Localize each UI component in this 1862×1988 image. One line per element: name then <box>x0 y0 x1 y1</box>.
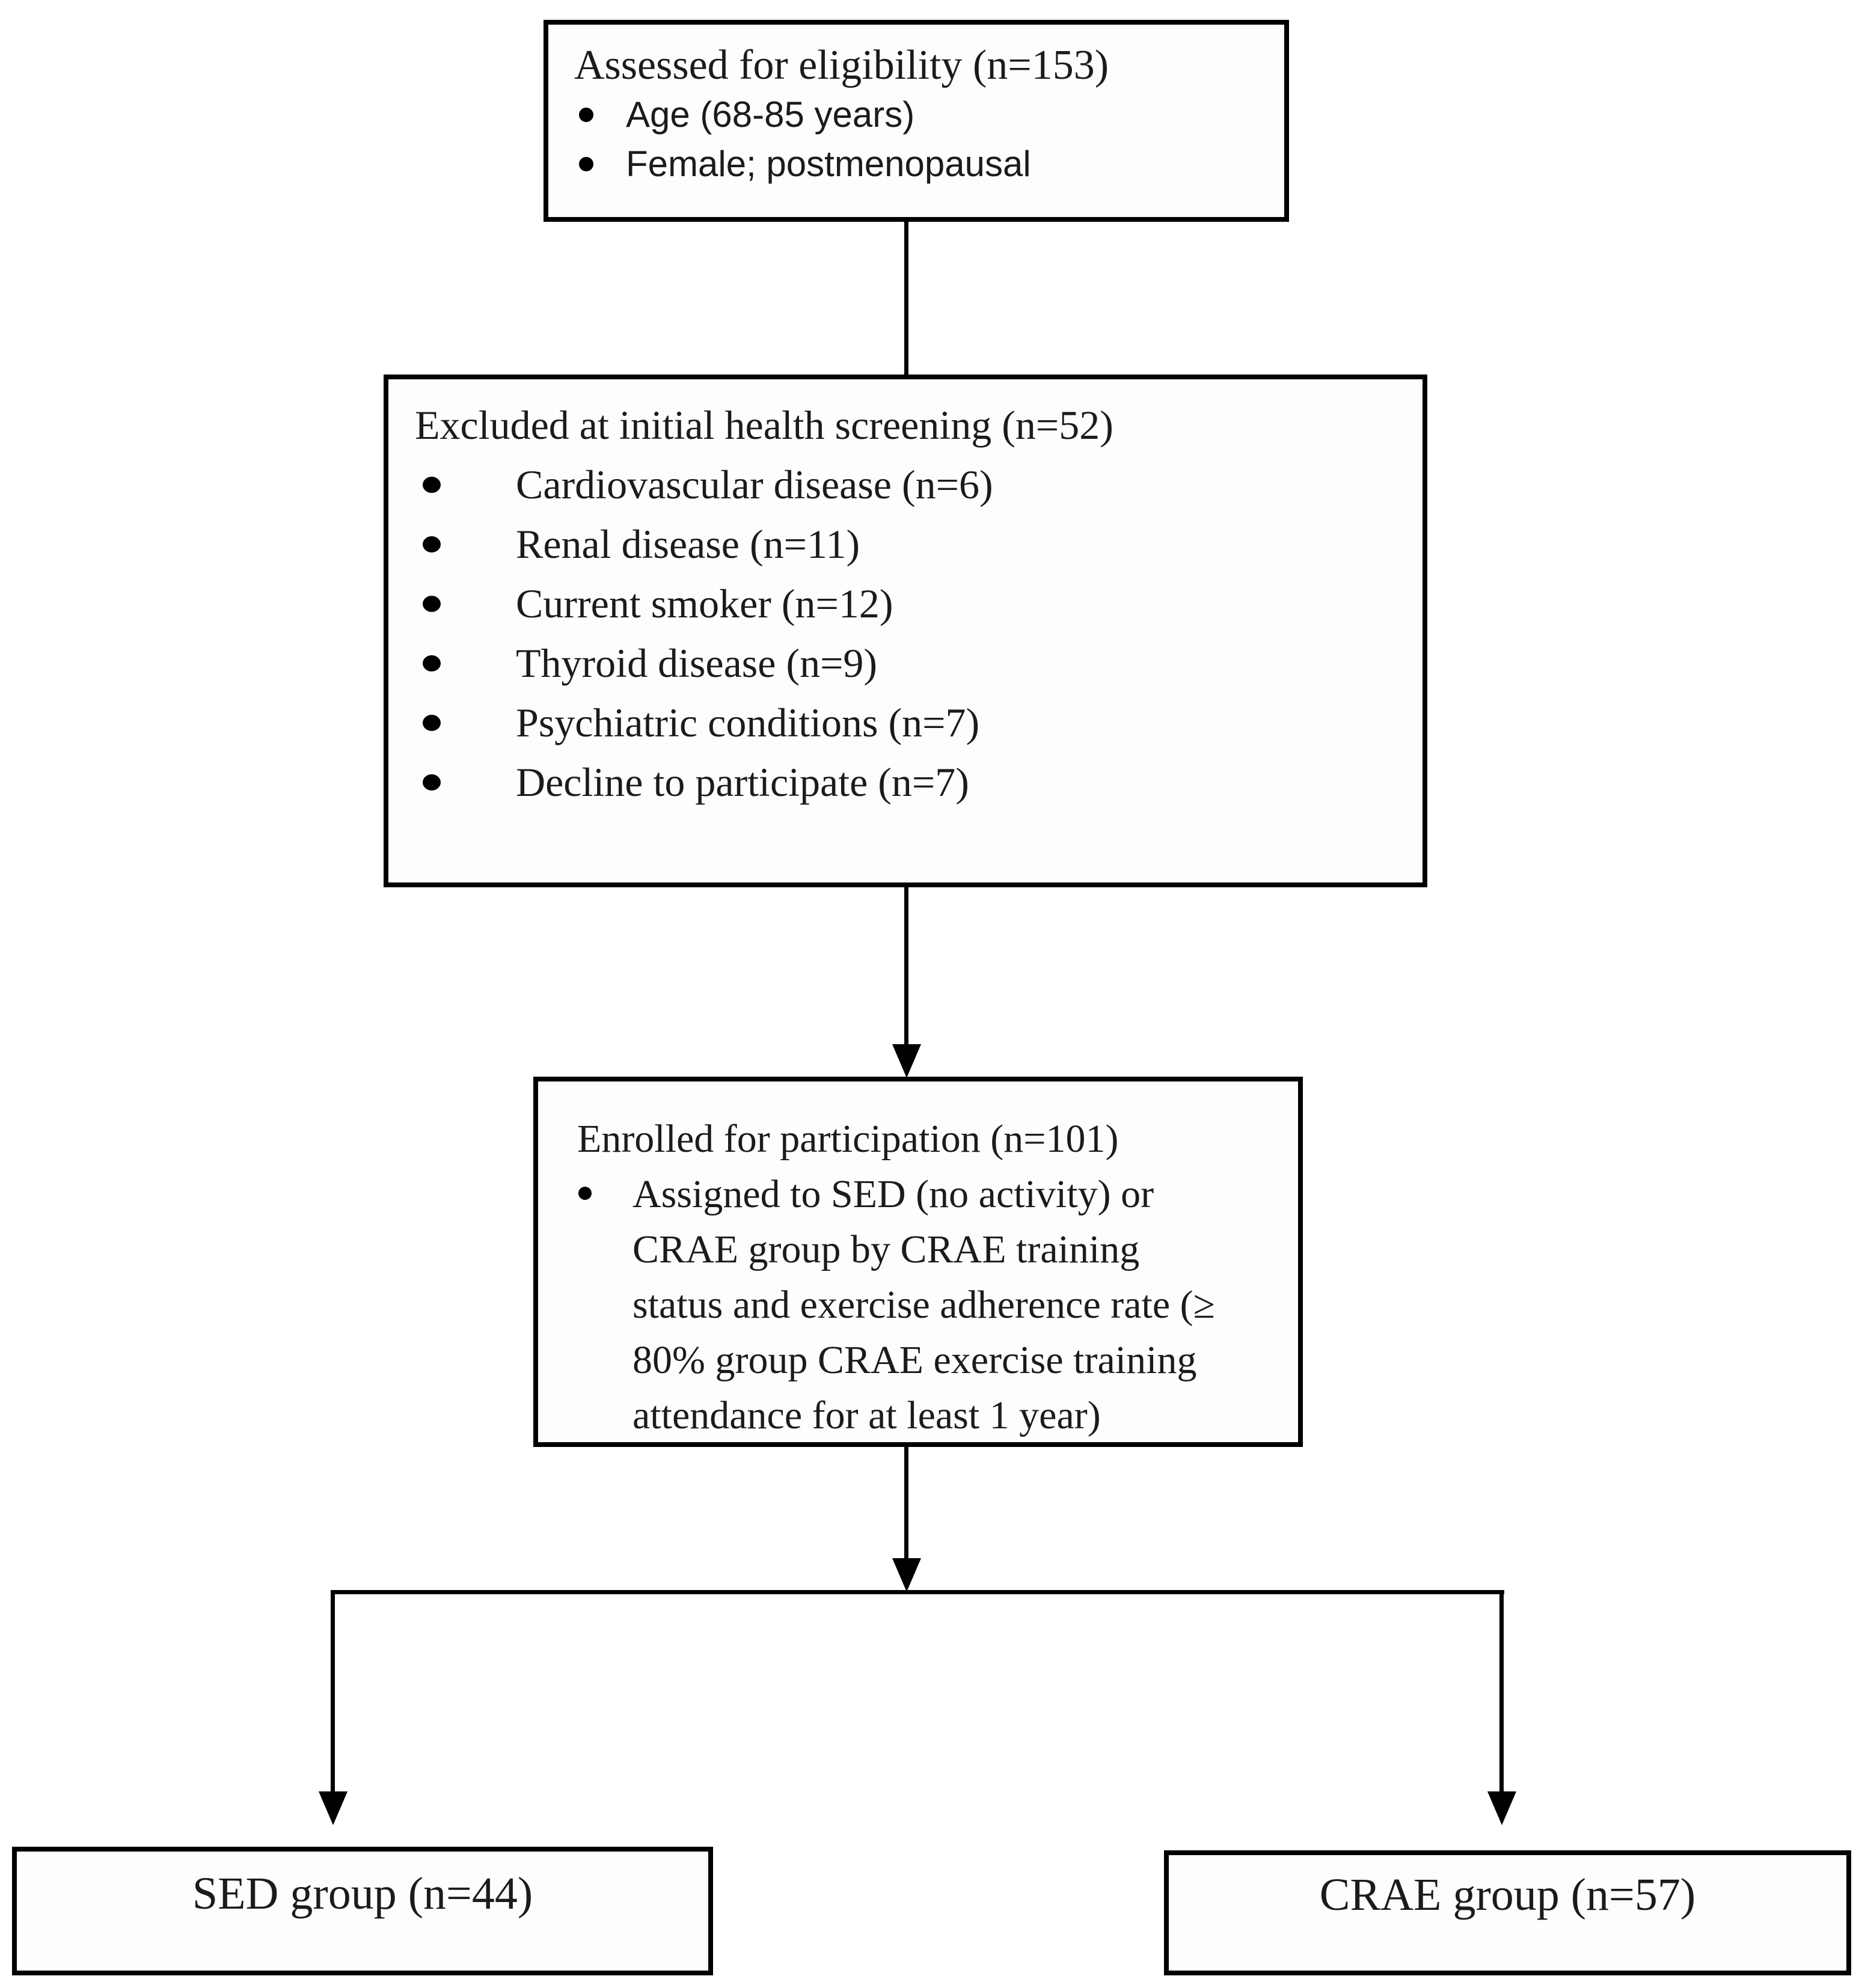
bullet-dot-icon <box>579 157 593 171</box>
connector-enrolled-to-split <box>904 1447 908 1559</box>
bullet-item: Psychiatric conditions (n=7) <box>388 693 1423 753</box>
arrowhead-down-icon <box>1487 1791 1516 1825</box>
bullet-item: Cardiovascular disease (n=6) <box>388 455 1423 515</box>
bullet-dot-icon <box>579 108 593 122</box>
box-title: Assessed for eligibility (n=153) <box>574 42 1109 88</box>
bullet-dot-icon <box>423 655 441 671</box>
connector-excluded-to-enrolled <box>904 887 908 1045</box>
box-crae-group: CRAE group (n=57) <box>1164 1850 1851 1975</box>
bullet-item: Renal disease (n=11) <box>388 515 1423 574</box>
box-enrolled-participation: Enrolled for participation (n=101) Assig… <box>533 1077 1303 1447</box>
connector-split-to-crae <box>1499 1593 1504 1791</box>
bullet-dot-icon <box>423 596 441 612</box>
box-title: CRAE group (n=57) <box>1319 1870 1696 1920</box>
bullet-item: Age (68-85 years) <box>548 90 1284 139</box>
bullet-dot-icon <box>578 1187 592 1200</box>
bullet-dot-icon <box>423 774 441 791</box>
box-title: Enrolled for participation (n=101) <box>577 1117 1119 1161</box>
box-assessed-eligibility: Assessed for eligibility (n=153) Age (68… <box>544 20 1289 222</box>
bullet-dot-icon <box>423 477 441 493</box>
split-bar <box>331 1590 1504 1594</box>
box-excluded-screening: Excluded at initial health screening (n=… <box>384 375 1427 887</box>
bullet-item: Assigned to SED (no activity) or CRAE gr… <box>538 1167 1298 1443</box>
bullet-dot-icon <box>423 715 441 731</box>
arrowhead-down-icon <box>892 1044 921 1078</box>
arrowhead-down-icon <box>319 1791 348 1825</box>
bullet-dot-icon <box>423 536 441 552</box>
box-title: Excluded at initial health screening (n=… <box>415 402 1113 448</box>
arrowhead-down-icon <box>892 1558 921 1592</box>
bullet-item: Decline to participate (n=7) <box>388 753 1423 812</box>
bullet-item: Current smoker (n=12) <box>388 574 1423 634</box>
bullet-item: Thyroid disease (n=9) <box>388 634 1423 693</box>
bullet-item: Female; postmenopausal <box>548 139 1284 189</box>
connector-eligibility-to-excluded <box>904 222 908 375</box>
box-title: SED group (n=44) <box>192 1868 533 1919</box>
connector-split-to-sed <box>331 1593 335 1791</box>
box-sed-group: SED group (n=44) <box>12 1847 713 1975</box>
